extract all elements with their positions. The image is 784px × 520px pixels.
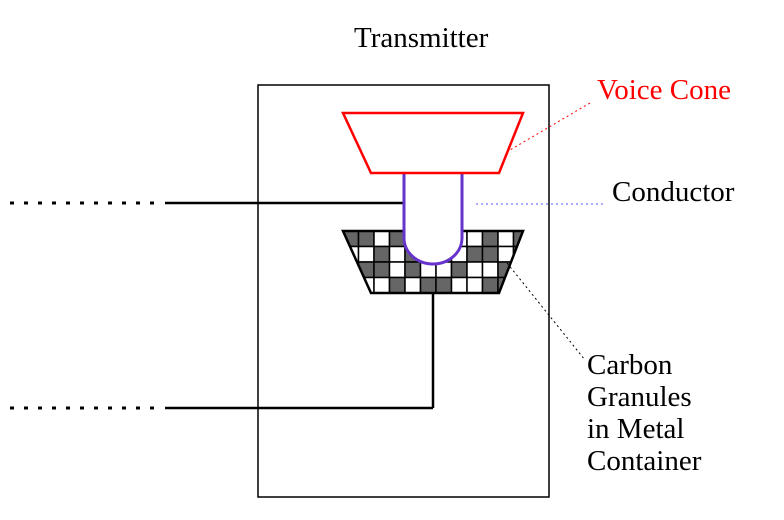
- carbon-granule: [466, 231, 484, 248]
- carbon-granules-label-line-1: Carbon: [587, 349, 673, 381]
- carbon-granule: [512, 261, 523, 279]
- carbon-granule: [481, 245, 499, 263]
- carbon-granule: [466, 261, 484, 279]
- carbon-granules-label-line-2: Granules: [587, 381, 692, 413]
- carbon-granules-label-line-3: in Metal: [587, 413, 685, 445]
- carbon-granules-label: Carbon Granules in Metal Container: [587, 349, 784, 477]
- conductor-label: Conductor: [612, 176, 735, 208]
- bottom-wire-lead: [10, 293, 435, 410]
- carbon-granule: [419, 276, 437, 293]
- carbon-granule: [481, 261, 499, 279]
- carbon-granule: [343, 261, 360, 279]
- carbon-granule: [497, 231, 515, 248]
- carbon-granule: [435, 276, 453, 293]
- conductor: [402, 173, 464, 266]
- carbon-granule: [388, 245, 406, 263]
- carbon-granule: [373, 261, 391, 279]
- carbon-granules-label-line-4: Container: [587, 445, 702, 477]
- voice-cone: [341, 111, 525, 175]
- carbon-granule: [481, 276, 499, 293]
- voice-cone-label: Voice Cone: [597, 74, 731, 106]
- carbon-granule: [388, 276, 406, 293]
- carbon-granule: [373, 245, 391, 263]
- carbon-granule: [450, 261, 468, 279]
- carbon-granule: [373, 231, 391, 248]
- carbon-granule: [388, 261, 406, 279]
- carbon-granule: [481, 231, 499, 248]
- carbon-granule: [466, 245, 484, 263]
- voice-cone-leader: [509, 102, 591, 151]
- transmitter-housing: [257, 84, 550, 498]
- carbon-granule: [357, 245, 375, 263]
- diagram-title: Transmitter: [354, 22, 489, 54]
- carbon-granule: [450, 276, 468, 293]
- carbon-granule: [466, 276, 484, 293]
- carbon-granule: [373, 276, 391, 293]
- carbon-granule: [512, 276, 523, 293]
- carbon-granule: [404, 261, 422, 279]
- carbon-granules-leader: [506, 262, 586, 361]
- carbon-granule: [404, 276, 422, 293]
- carbon-granule: [343, 276, 360, 293]
- carbon-granule: [357, 231, 375, 248]
